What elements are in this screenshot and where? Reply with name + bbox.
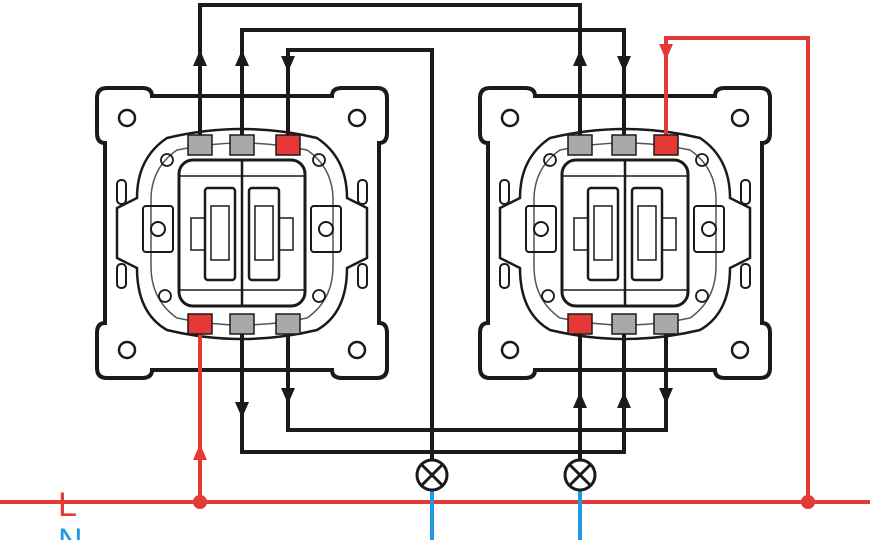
arrow-up-icon — [617, 392, 631, 408]
traveller-top-middle — [240, 28, 626, 135]
lamp-icon — [563, 458, 597, 492]
arrow-up-icon — [193, 444, 207, 460]
terminal-left-top-1 — [187, 134, 213, 156]
arrow-down-icon — [235, 402, 249, 418]
terminal-right-bottom-2 — [611, 313, 637, 335]
terminal-right-top-3 — [653, 134, 679, 156]
line-label: L — [58, 486, 77, 524]
arrow-up-icon — [235, 50, 249, 66]
arrow-up-icon — [573, 392, 587, 408]
traveller-bottom-inner — [286, 318, 668, 432]
terminal-left-top-2 — [229, 134, 255, 156]
terminal-right-bottom-1 — [567, 313, 593, 335]
neutral-label: N — [58, 522, 83, 540]
terminal-right-bottom-3 — [653, 313, 679, 335]
terminal-right-top-2 — [611, 134, 637, 156]
lamp-icon — [415, 458, 449, 492]
traveller-top-outer — [198, 3, 582, 135]
arrow-up-icon — [573, 50, 587, 66]
junction-dot-icon — [193, 495, 207, 509]
traveller-bottom-outer — [240, 318, 626, 454]
arrow-down-icon — [281, 56, 295, 72]
arrow-down-icon — [281, 388, 295, 404]
arrow-down-icon — [617, 56, 631, 72]
terminal-left-top-3 — [275, 134, 301, 156]
junction-dot-icon — [801, 495, 815, 509]
arrow-down-icon — [659, 44, 673, 60]
lamp-1-feed — [286, 48, 434, 460]
terminal-left-bottom-3 — [275, 313, 301, 335]
arrow-up-icon — [193, 50, 207, 66]
terminal-left-bottom-2 — [229, 313, 255, 335]
live-feed-right — [664, 36, 810, 502]
terminal-right-top-1 — [567, 134, 593, 156]
arrow-down-icon — [659, 388, 673, 404]
terminal-left-bottom-1 — [187, 313, 213, 335]
